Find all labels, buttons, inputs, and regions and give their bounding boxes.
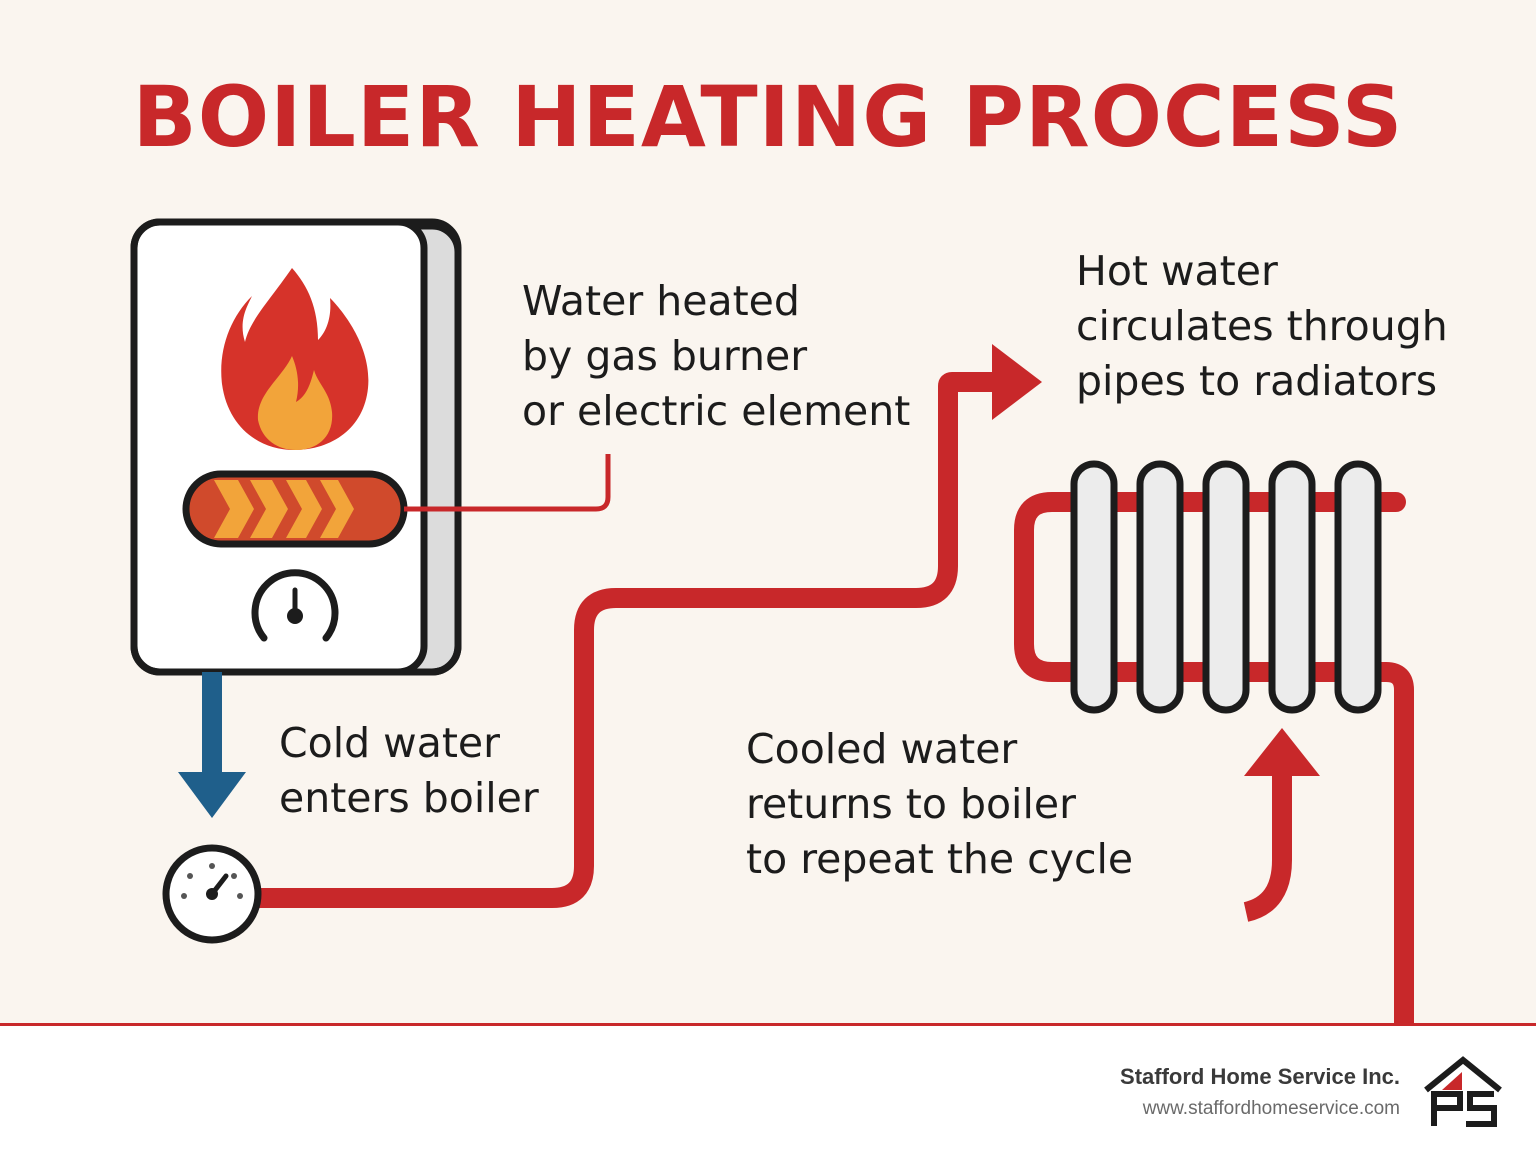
cold-water-arrow-icon bbox=[178, 672, 246, 818]
label-line: enters boiler bbox=[279, 774, 539, 822]
burner-leader-line bbox=[404, 454, 611, 512]
label-hot-water: Hot water circulates through pipes to ra… bbox=[1076, 244, 1448, 409]
hot-water-pipe bbox=[258, 372, 1000, 908]
company-website[interactable]: www.staffordhomeservice.com bbox=[1142, 1098, 1400, 1119]
footer bbox=[0, 1026, 1536, 1154]
label-line: Hot water bbox=[1076, 247, 1278, 295]
label-line: returns to boiler bbox=[746, 780, 1076, 828]
label-line: Cold water bbox=[279, 719, 500, 767]
label-water-heated: Water heated by gas burner or electric e… bbox=[522, 274, 910, 439]
label-line: to repeat the cycle bbox=[746, 835, 1134, 883]
page-title: BOILER HEATING PROCESS bbox=[132, 68, 1404, 166]
radiator-icon bbox=[1070, 460, 1382, 714]
footer-divider bbox=[0, 1023, 1536, 1026]
label-line: or electric element bbox=[522, 387, 911, 435]
return-arrow-icon bbox=[1243, 728, 1320, 922]
flame-icon bbox=[221, 268, 369, 450]
label-cold-water: Cold water enters boiler bbox=[279, 716, 539, 826]
label-line: circulates through bbox=[1076, 302, 1448, 350]
boiler-dial-icon bbox=[251, 569, 339, 642]
company-logo-icon bbox=[1424, 1056, 1502, 1127]
label-line: Cooled water bbox=[746, 725, 1018, 773]
hot-water-arrow-icon bbox=[992, 344, 1042, 420]
label-line: pipes to radiators bbox=[1076, 357, 1438, 405]
burner-icon bbox=[182, 470, 408, 548]
label-cooled-water: Cooled water returns to boiler to repeat… bbox=[746, 722, 1133, 887]
pressure-gauge-icon bbox=[162, 844, 262, 944]
company-name: Stafford Home Service Inc. bbox=[1120, 1064, 1400, 1089]
radiator-pipes bbox=[1014, 492, 1414, 1034]
label-line: by gas burner bbox=[522, 332, 808, 380]
label-line: Water heated bbox=[522, 277, 800, 325]
